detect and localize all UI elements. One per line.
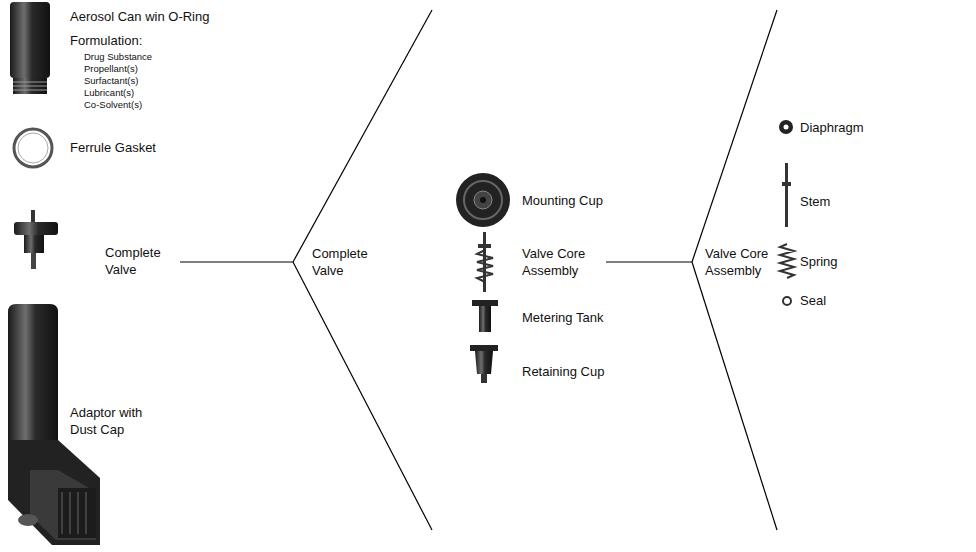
part-label: Seal: [800, 293, 826, 310]
part-label: Valve Core Assembly: [522, 246, 600, 280]
part-label: Diaphragm: [800, 120, 864, 137]
ingredient-label: Co-Solvent(s): [84, 99, 142, 111]
seal: [783, 297, 791, 305]
part-label: Metering Tank: [522, 310, 603, 327]
part-label: Spring: [800, 254, 838, 271]
part-label: Aerosol Can win O-Ring: [70, 9, 209, 26]
group-label: Valve Core Assembly: [705, 246, 783, 280]
complete-valve: [14, 210, 58, 269]
metering-tank: [472, 300, 498, 332]
group-label: Complete Valve: [312, 246, 388, 280]
valve-core-assembly: [477, 232, 493, 292]
part-label: Complete Valve: [105, 245, 177, 279]
part-label: Stem: [800, 194, 830, 211]
heading-label: Formulation:: [70, 33, 142, 50]
mounting-cup: [456, 173, 510, 227]
part-label: Mounting Cup: [522, 193, 603, 210]
ingredient-label: Drug Substance: [84, 51, 152, 63]
part-label: Retaining Cup: [522, 364, 604, 381]
retaining-cup: [470, 345, 498, 383]
spring: [780, 244, 794, 278]
ingredient-label: Surfactant(s): [84, 75, 138, 87]
diaphragm: [779, 120, 793, 134]
ferrule-gasket: [14, 129, 52, 167]
part-label: Ferrule Gasket: [70, 140, 156, 157]
stem: [782, 163, 791, 227]
ingredient-label: Lubricant(s): [84, 87, 134, 99]
ingredient-label: Propellant(s): [84, 63, 138, 75]
bracket-lines: [180, 10, 777, 530]
part-label: Adaptor with Dust Cap: [70, 405, 162, 439]
aerosol-can: [10, 2, 50, 94]
